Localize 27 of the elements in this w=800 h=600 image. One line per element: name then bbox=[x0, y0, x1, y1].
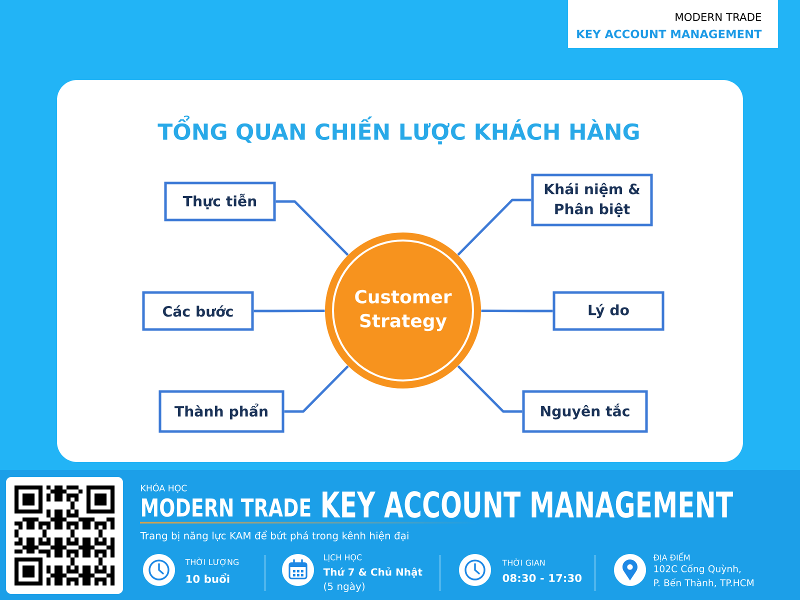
course-title: MODERN TRADE bbox=[142, 498, 310, 517]
topic-box: Thành phẩn bbox=[158, 390, 284, 433]
tagline: Trang bị năng lực KAM để bứt phá trong kênh hiện đại bbox=[140, 530, 408, 542]
info-value: Thứ 7 & Chủ Nhật bbox=[323, 567, 422, 578]
info-value: (5 ngày) bbox=[324, 582, 364, 592]
connector-line bbox=[284, 365, 349, 413]
info-label: ĐỊA ĐIỂM bbox=[653, 552, 690, 562]
topic-box: Khái niệm & Phân biệt bbox=[531, 174, 653, 226]
topic-box: Các bước bbox=[142, 291, 254, 331]
address-text: 102C Cống Quỳnh, P. Bến Thành, TP.HCM bbox=[654, 564, 754, 588]
course-label: KHÓA HỌC bbox=[141, 483, 187, 493]
connector-line bbox=[254, 310, 325, 312]
connector-line bbox=[457, 198, 532, 256]
info-label: LỊCH HỌC bbox=[324, 554, 362, 562]
course-title: KEY ACCOUNT MANAGEMENT bbox=[322, 491, 733, 518]
title: TỔNG QUAN CHIẾN LƯỢC KHÁCH HÀNG bbox=[158, 116, 639, 144]
topic-box: Thực tiễn bbox=[164, 182, 276, 222]
connector-line bbox=[276, 200, 349, 256]
connector-line bbox=[457, 365, 522, 413]
info-label: THỜI LƯỢNG bbox=[185, 558, 239, 566]
topic-box: Lý do bbox=[552, 291, 664, 331]
info-value: 08:30 - 17:30 bbox=[502, 574, 582, 582]
course-badge: MODERN TRADE KEY ACCOUNT MANAGEMENT bbox=[568, 0, 778, 48]
info-label: THỜI GIAN bbox=[502, 558, 545, 566]
topic-box: Nguyên tắc bbox=[522, 390, 648, 433]
info-value: 10 buổi bbox=[186, 573, 230, 583]
connector-line bbox=[481, 310, 553, 312]
